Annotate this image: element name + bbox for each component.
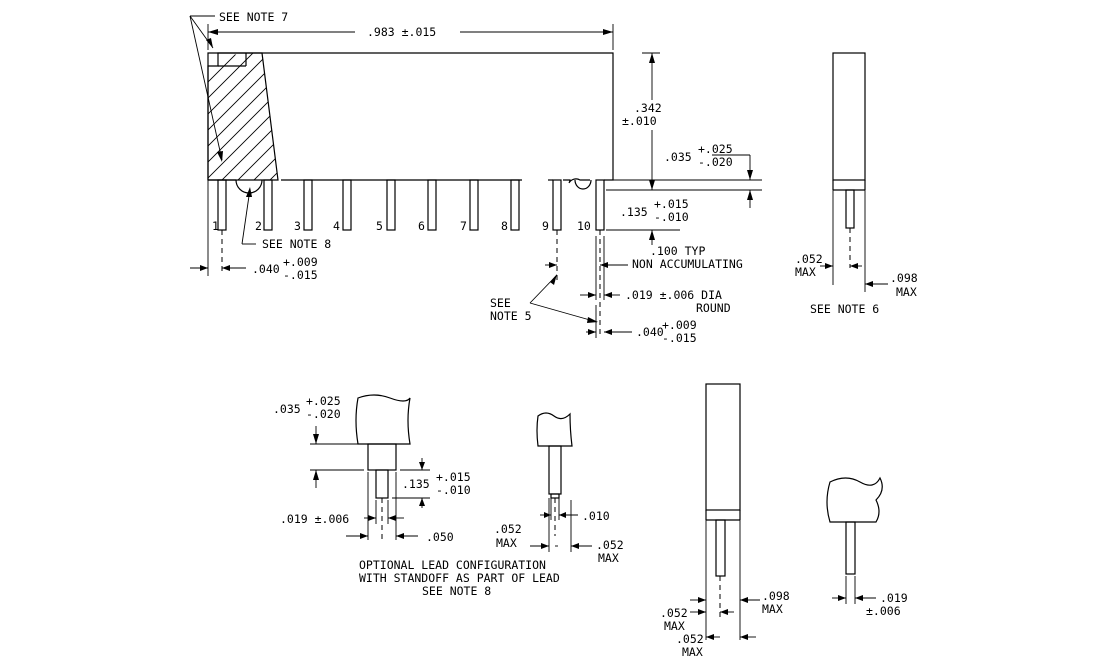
front-view: 1 2 3 4 5 6 7 8 9 10 SEE NOTE 7 .983 ±.0… (189, 10, 762, 345)
see-note-8-label: SEE NOTE 8 (262, 237, 331, 251)
height-dimension: .342 (634, 101, 662, 115)
pin-number-5: 5 (376, 219, 383, 233)
left-edge-minus-tol: -.015 (283, 268, 318, 282)
standoff-minus-tol: -.020 (698, 155, 733, 169)
standoff-plus-tol: +.025 (698, 142, 733, 156)
pin-2 (263, 179, 273, 231)
tall-side-bottom-max: MAX (682, 645, 703, 659)
pitch-label: .100 TYP (650, 244, 705, 258)
see-note-5-line2: NOTE 5 (490, 309, 532, 323)
optional-standoff-plus: +.025 (306, 394, 341, 408)
package-body (207, 52, 614, 181)
side-width-max: MAX (795, 265, 816, 279)
lead-length-dimension: .135 (620, 205, 648, 219)
optional-standoff-dimension: .035 (273, 402, 301, 416)
right-edge-dimension: .040 (636, 325, 664, 339)
pin-number-3: 3 (294, 219, 301, 233)
thin-lead-left-max: MAX (496, 536, 517, 550)
pin-number-10: 10 (577, 219, 591, 233)
pin-number-7: 7 (460, 219, 467, 233)
optional-caption-line1: OPTIONAL LEAD CONFIGURATION (359, 558, 546, 572)
pin-number-6: 6 (418, 219, 425, 233)
pin-7 (469, 179, 479, 231)
thin-lead-right-dim: .052 (596, 538, 624, 552)
pin-9 (552, 179, 562, 231)
thin-lead-thickness: .010 (582, 509, 610, 523)
round-lead-detail: .019 ±.006 (826, 476, 908, 618)
see-note-6-label: SEE NOTE 6 (810, 302, 879, 316)
pin-3 (303, 179, 313, 231)
see-note-5-line1: SEE (490, 296, 511, 310)
optional-shoulder-dim: .050 (426, 530, 454, 544)
right-edge-minus-tol: -.015 (662, 331, 697, 345)
height-tolerance: ±.010 (622, 114, 657, 128)
standoff-dimension: .035 (664, 150, 692, 164)
optional-lead (375, 469, 389, 499)
side-lead (845, 189, 855, 229)
pin-number-4: 4 (333, 219, 340, 233)
pin-4 (342, 179, 352, 231)
optional-caption-line2: WITH STANDOFF AS PART OF LEAD (359, 571, 560, 585)
left-edge-plus-tol: +.009 (283, 255, 318, 269)
optional-caption-line3: SEE NOTE 8 (422, 584, 491, 598)
side-view: .052 MAX .098 MAX SEE NOTE 6 (795, 52, 918, 316)
tall-side-right-dim: .098 (762, 589, 790, 603)
thin-lead-detail: .010 .052 MAX .052 MAX (494, 412, 624, 565)
optional-lead-dia: .019 ±.006 (280, 512, 349, 526)
pin-number-9: 9 (542, 219, 549, 233)
pin-6 (427, 179, 437, 231)
pins (217, 179, 605, 231)
lead-length-minus-tol: -.010 (654, 210, 689, 224)
pin-5 (386, 179, 396, 231)
left-edge-dimension: .040 (252, 262, 280, 276)
lead-length-plus-tol: +.015 (654, 197, 689, 211)
side-body-dimension: .098 (890, 271, 918, 285)
pin-8 (510, 179, 520, 231)
tall-side-left-dim: .052 (660, 606, 688, 620)
length-dimension: .983 ±.015 (367, 25, 436, 39)
thin-lead (548, 445, 562, 495)
thin-lead-left-dim: .052 (494, 522, 522, 536)
side-width-dimension: .052 (795, 252, 823, 266)
lead-shape-label: ROUND (696, 301, 731, 315)
round-lead-body-stub (826, 476, 883, 523)
side-body (832, 52, 866, 181)
pitch-note: NON ACCUMULATING (632, 257, 743, 271)
tall-side-detail: .098 MAX .052 MAX .052 MAX (660, 383, 790, 659)
optional-lead-plus: +.015 (436, 470, 471, 484)
pin-number-2: 2 (255, 219, 262, 233)
round-lead-dia: .019 (880, 591, 908, 605)
tall-side-lead (715, 519, 726, 577)
lead-diameter-dimension: .019 ±.006 DIA (625, 288, 722, 302)
tall-side-bottom-dim: .052 (676, 632, 704, 646)
see-note-7-label: SEE NOTE 7 (219, 10, 288, 24)
pin-number-1: 1 (212, 219, 219, 233)
tall-side-left-max: MAX (664, 619, 685, 633)
optional-body-stub (355, 394, 411, 445)
round-lead (845, 521, 856, 575)
optional-lead-detail: .035 +.025 -.020 .135 +.015 -.010 .019 ±… (273, 394, 560, 598)
pin-1 (217, 179, 227, 231)
optional-standoff-minus: -.020 (306, 407, 341, 421)
optional-lead-minus: -.010 (436, 483, 471, 497)
pin-number-8: 8 (501, 219, 508, 233)
round-lead-tol: ±.006 (866, 604, 901, 618)
side-body-max: MAX (896, 285, 917, 299)
optional-lead-length: .135 (402, 477, 430, 491)
thin-lead-right-max: MAX (598, 551, 619, 565)
right-edge-plus-tol: +.009 (662, 318, 697, 332)
pin-10 (595, 179, 605, 231)
optional-standoff (367, 443, 397, 471)
tall-side-body (705, 383, 741, 511)
tall-side-right-max: MAX (762, 602, 783, 616)
